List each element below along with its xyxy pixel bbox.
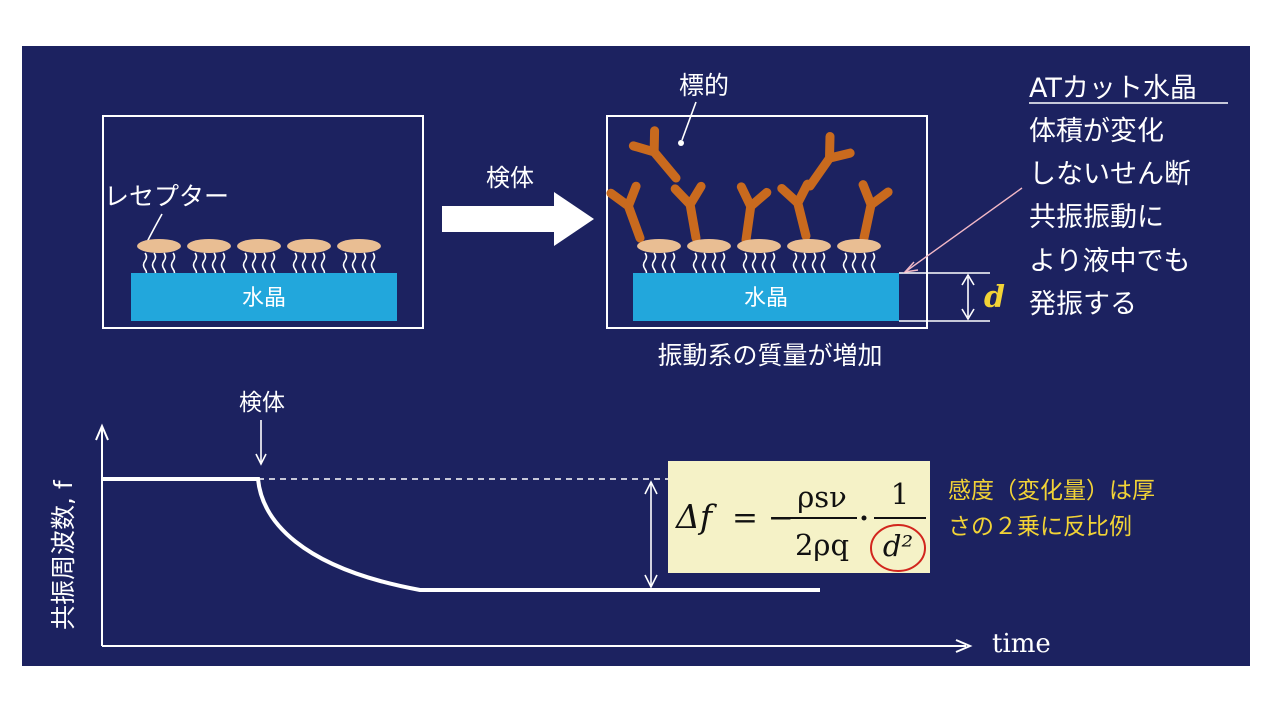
formula-highlight-circle — [870, 524, 926, 572]
at-cut-pointer — [904, 187, 1023, 273]
at-cut-line-5: 発振する — [1029, 289, 1137, 320]
sample-label-graph: 検体 — [239, 390, 285, 416]
formula-numerator: ρsν — [797, 480, 847, 514]
right-sensor-box — [606, 115, 928, 329]
formula-equals-minus: = − — [732, 500, 794, 536]
frequency-response-curve — [102, 477, 820, 592]
sample-label-top: 検体 — [486, 164, 534, 192]
graph-x-label: time — [992, 629, 1051, 659]
graph-y-axis-arrow — [95, 423, 109, 441]
formula-dot — [861, 515, 867, 521]
formula-one: 1 — [891, 477, 909, 511]
target-pointer-dot — [678, 140, 684, 146]
sample-arrow — [442, 192, 594, 246]
left-crystal — [131, 273, 397, 321]
sensitivity-line-2: さの２乗に反比例 — [948, 514, 1132, 540]
at-cut-line-1: 体積が変化 — [1029, 116, 1164, 147]
at-cut-line-4: より液中でも — [1029, 246, 1190, 277]
thickness-arrow-head-top — [961, 273, 975, 286]
graph-x-axis-arrow — [955, 639, 973, 653]
right-crystal — [633, 273, 899, 321]
formula-denominator: 2ρq — [795, 528, 849, 562]
at-cut-line-3: 共振振動に — [1029, 202, 1164, 233]
thickness-arrow-head-bottom — [961, 308, 975, 321]
target-label: 標的 — [679, 71, 729, 100]
at-cut-line-2: しないせん断 — [1029, 159, 1191, 190]
right-crystal-label: 水晶 — [744, 286, 788, 311]
sample-injection-arrow-head — [255, 453, 267, 466]
at-cut-pointer-head — [903, 261, 919, 273]
delta-f-arrow-head-top — [644, 480, 658, 495]
target-pointer — [681, 101, 697, 141]
thickness-label: d — [984, 280, 1005, 315]
receptor-label: レセプター — [104, 182, 229, 211]
left-crystal-label: 水晶 — [242, 286, 286, 311]
graph-y-label: 共振周波数, f — [49, 479, 78, 630]
mass-increase-caption: 振動系の質量が増加 — [657, 341, 882, 370]
sensitivity-line-1: 感度（変化量）は厚 — [948, 478, 1155, 504]
formula-d-squared: d² — [883, 529, 913, 563]
formula-delta-f: Δf — [674, 497, 718, 536]
at-cut-title: ATカット水晶 — [1029, 73, 1197, 104]
delta-f-arrow-head-bottom — [644, 574, 658, 589]
left-sensor-box — [102, 115, 424, 329]
